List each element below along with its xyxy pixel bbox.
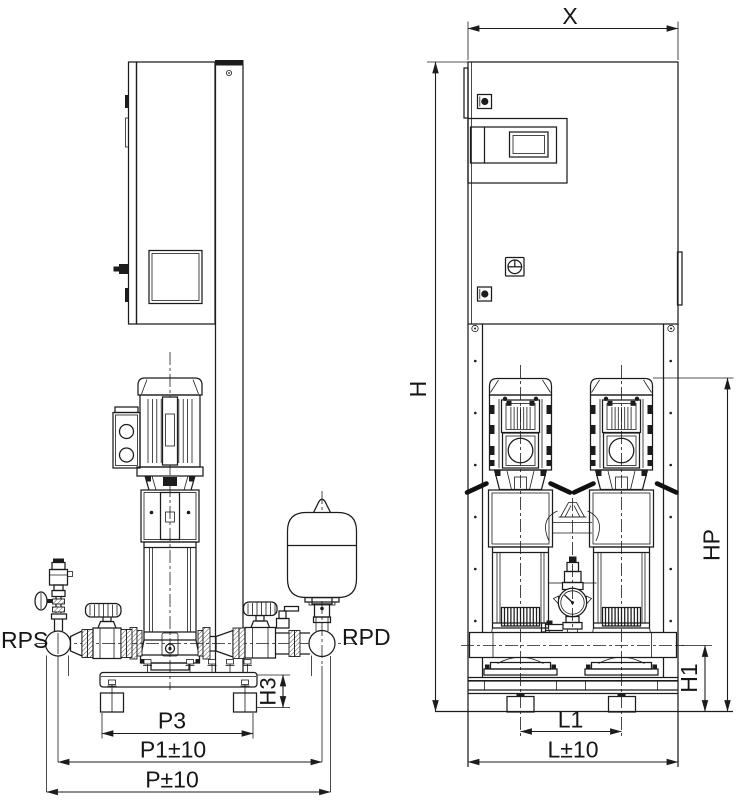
suction-shutoff-valve: [84, 602, 122, 660]
cabinet-window: [148, 249, 203, 305]
dimension-l: L±10: [467, 737, 679, 766]
center-connection: [545, 502, 600, 584]
dimension-h1: H1: [676, 645, 712, 712]
x-dimension-label: X: [562, 3, 577, 29]
membrane-vessel: [286, 491, 358, 666]
dimension-p: P±10: [46, 767, 331, 796]
discharge-pipe-stubs: [464, 481, 679, 495]
l1-dimension-label: L1: [558, 707, 584, 733]
hp-dimension-label: HP: [699, 529, 725, 561]
machine-foot: [607, 695, 637, 713]
support-column: [214, 60, 244, 673]
rps-label: RPS: [1, 627, 48, 653]
dimension-hp: HP: [653, 377, 734, 712]
hinge-tab-icon: [125, 288, 129, 302]
p1-dimension-label: P1±10: [140, 737, 206, 763]
dimension-p1: P1±10: [57, 737, 323, 766]
discharge-manifold: [461, 631, 684, 659]
suction-line: [34, 558, 133, 792]
display-screen: [508, 131, 549, 158]
discharge-shutoff-valve: [242, 601, 278, 659]
door-lock-icon: [504, 256, 525, 277]
door-hinge-icon: [476, 93, 493, 110]
door-knob-icon: [119, 264, 129, 274]
dimension-h: H: [405, 61, 468, 712]
h3-dimension-label: H3: [256, 677, 281, 705]
dimension-x: X: [467, 3, 679, 60]
cabinet-front-view: [463, 61, 683, 325]
door-hinge-icon: [476, 286, 493, 302]
frame-columns: [467, 324, 679, 767]
handwheel-icon: [242, 601, 278, 617]
pump-side-view: [112, 377, 211, 671]
base-frame-side: [99, 659, 258, 713]
hinge-tab-icon: [125, 95, 129, 108]
motor-terminal-box: [112, 406, 141, 469]
dimension-h3: H3: [256, 674, 290, 708]
l-dimension-label: L±10: [548, 737, 599, 763]
p3-dimension-label: P3: [158, 708, 186, 734]
p-dimension-label: P±10: [145, 767, 199, 793]
cabinet-side-view: [113, 61, 216, 325]
left-view: RPS RPD H3 P3 P1±10 P±10: [1, 60, 391, 796]
rpd-label: RPD: [342, 624, 391, 650]
right-view: X H HP H1 L1 L±10: [405, 3, 734, 767]
bolt-icon: [471, 324, 479, 333]
dimension-l1: L1: [520, 707, 622, 735]
drain-valve: [275, 605, 300, 629]
dimension-p3: P3: [101, 708, 254, 739]
h-dimension-label: H: [405, 381, 431, 398]
h1-dimension-label: H1: [676, 663, 702, 692]
pressure-switch: [34, 558, 73, 631]
bolt-icon: [667, 324, 675, 333]
screw-icon: [225, 70, 232, 77]
control-panel: [467, 117, 568, 184]
